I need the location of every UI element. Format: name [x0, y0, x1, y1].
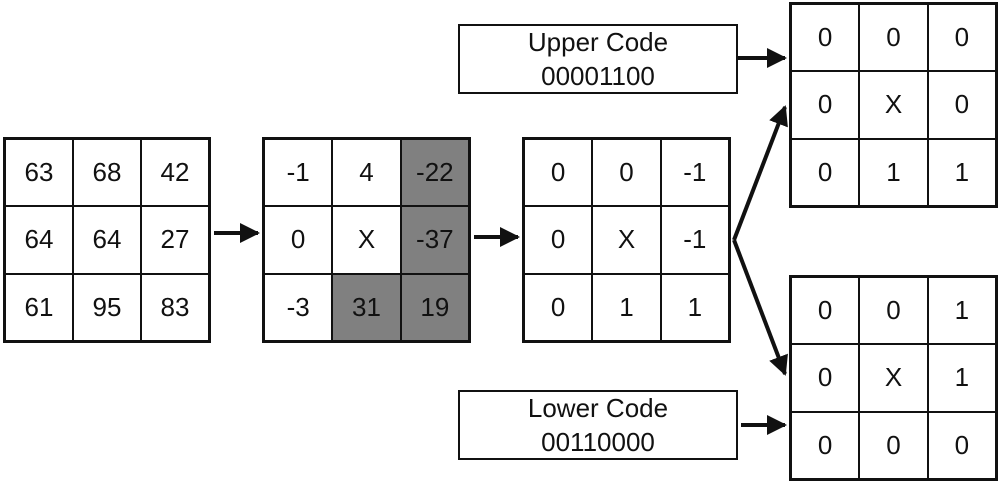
- upper-code-value: 00001100: [541, 61, 655, 91]
- input-cell-r2-c0: 61: [5, 273, 73, 341]
- ternary-cell-r1-c1: X: [592, 206, 661, 274]
- lower-cell-r1-c2: 1: [927, 344, 996, 412]
- diff-cell-r2-c1: 31: [332, 273, 401, 341]
- lower-cell-r1-c1: X: [859, 344, 928, 412]
- input-cell-r0-c1: 68: [73, 139, 141, 207]
- diff-cell-r2-c2: 19: [400, 273, 469, 341]
- diff-cell-r1-c1: X: [332, 206, 401, 274]
- lower-code-value: 00110000: [541, 427, 655, 457]
- ternary-cell-r0-c0: 0: [524, 139, 593, 207]
- diff-cell-r1-c0: 0: [264, 206, 333, 274]
- arrow-ternary-to-upper: [732, 105, 788, 241]
- lower-cell-r1-c0: 0: [791, 344, 860, 412]
- input-cell-r2-c2: 83: [141, 273, 209, 341]
- lower-code-title: Lower Code: [527, 393, 669, 423]
- input-cell-r0-c0: 63: [5, 139, 73, 207]
- input-cell-r2-c1: 95: [73, 273, 141, 341]
- upper-code-box: Upper Code 00001100: [458, 24, 738, 94]
- ternary-cell-r2-c2: 1: [660, 273, 729, 341]
- upper-code-title: Upper Code: [527, 27, 669, 57]
- upper-cell-r0-c0: 0: [791, 4, 860, 72]
- lower-cell-r2-c2: 0: [927, 411, 996, 479]
- upper-cell-r0-c1: 0: [859, 4, 928, 72]
- lower-cell-r2-c1: 0: [859, 411, 928, 479]
- diff-cell-r0-c2: -22: [400, 139, 469, 207]
- input-cell-r0-c2: 42: [141, 139, 209, 207]
- upper-cell-r2-c2: 1: [927, 138, 996, 206]
- upper-cell-r2-c1: 1: [859, 138, 928, 206]
- upper-cell-r1-c2: 0: [927, 71, 996, 139]
- arrow-ternary-to-lower: [732, 239, 788, 376]
- ternary-cell-r0-c1: 0: [592, 139, 661, 207]
- lower-cell-r2-c0: 0: [791, 411, 860, 479]
- input-cell-r1-c2: 27: [141, 206, 209, 274]
- diff-cell-r2-c0: -3: [264, 273, 333, 341]
- upper-cell-r1-c1: X: [859, 71, 928, 139]
- upper-cell-r0-c2: 0: [927, 4, 996, 72]
- ternary-cell-r1-c2: -1: [660, 206, 729, 274]
- input-cell-r1-c0: 64: [5, 206, 73, 274]
- ternary-cell-r0-c2: -1: [660, 139, 729, 207]
- lower-cell-r0-c1: 0: [859, 277, 928, 345]
- ternary-cell-r2-c1: 1: [592, 273, 661, 341]
- upper-cell-r2-c0: 0: [791, 138, 860, 206]
- input-cell-r1-c1: 64: [73, 206, 141, 274]
- diff-cell-r0-c0: -1: [264, 139, 333, 207]
- lower-cell-r0-c2: 1: [927, 277, 996, 345]
- lower-cell-r0-c0: 0: [791, 277, 860, 345]
- lower-code-box: Lower Code 00110000: [458, 390, 738, 460]
- ternary-cell-r1-c0: 0: [524, 206, 593, 274]
- upper-cell-r1-c0: 0: [791, 71, 860, 139]
- ternary-cell-r2-c0: 0: [524, 273, 593, 341]
- diff-cell-r0-c1: 4: [332, 139, 401, 207]
- diff-cell-r1-c2: -37: [400, 206, 469, 274]
